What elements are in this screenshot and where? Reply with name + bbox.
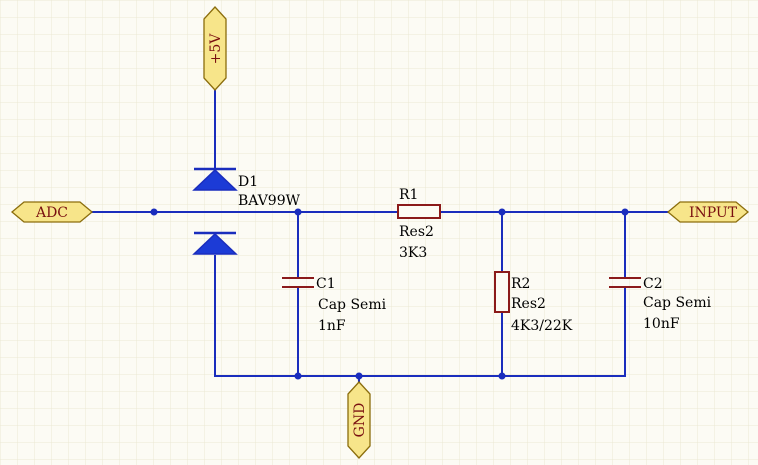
diode-upper-icon (192, 168, 238, 191)
c2-part: Cap Semi (643, 295, 712, 311)
junction-gnd (355, 372, 363, 380)
resistor-r2-icon (494, 271, 510, 313)
port-vcc-label: +5V (208, 33, 224, 65)
port-input-label: INPUT (689, 205, 738, 221)
junction-c1-bottom (294, 372, 302, 380)
port-gnd[interactable]: GND (347, 381, 371, 459)
port-vcc[interactable]: +5V (203, 6, 227, 91)
junction-c1-top (294, 208, 302, 216)
c1-part: Cap Semi (318, 297, 387, 313)
c1-value: 1nF (318, 318, 346, 334)
port-input[interactable]: INPUT (666, 201, 750, 223)
port-input-icon (666, 201, 750, 223)
resistor-r1[interactable]: R1 Res2 3K3 (397, 187, 441, 261)
junction-r2-bottom (498, 372, 506, 380)
d1-part: BAV99W (238, 193, 301, 209)
r2-part: Res2 (511, 296, 546, 312)
r1-value: 3K3 (399, 245, 427, 261)
port-adc-label: ADC (35, 205, 68, 221)
junction-c2-top (621, 208, 629, 216)
c1-designator: C1 (316, 276, 336, 292)
c2-value: 10nF (643, 316, 680, 332)
c2-designator: C2 (643, 276, 663, 292)
d1-designator: D1 (238, 174, 258, 190)
port-vcc-icon (203, 6, 227, 91)
port-gnd-label: GND (352, 403, 368, 438)
diode-d1[interactable]: D1 BAV99W (192, 167, 301, 255)
resistor-r1-icon (397, 204, 441, 219)
diode-lower-icon (192, 232, 238, 255)
port-gnd-icon (347, 381, 371, 459)
junctions (150, 208, 629, 380)
capacitor-c2-icon (609, 277, 641, 288)
junction-adc (150, 208, 158, 216)
junction-r2-top (498, 208, 506, 216)
capacitor-c2[interactable]: C2 Cap Semi 10nF (609, 276, 712, 332)
port-adc[interactable]: ADC (10, 201, 94, 223)
r2-designator: R2 (511, 276, 530, 292)
r1-part: Res2 (399, 224, 434, 240)
resistor-r2[interactable]: R2 Res2 4K3/22K (494, 271, 573, 334)
capacitor-c1[interactable]: C1 Cap Semi 1nF (282, 276, 387, 334)
capacitor-c1-icon (282, 277, 314, 288)
r2-value: 4K3/22K (511, 318, 573, 334)
port-adc-icon (10, 201, 94, 223)
r1-designator: R1 (399, 187, 418, 203)
